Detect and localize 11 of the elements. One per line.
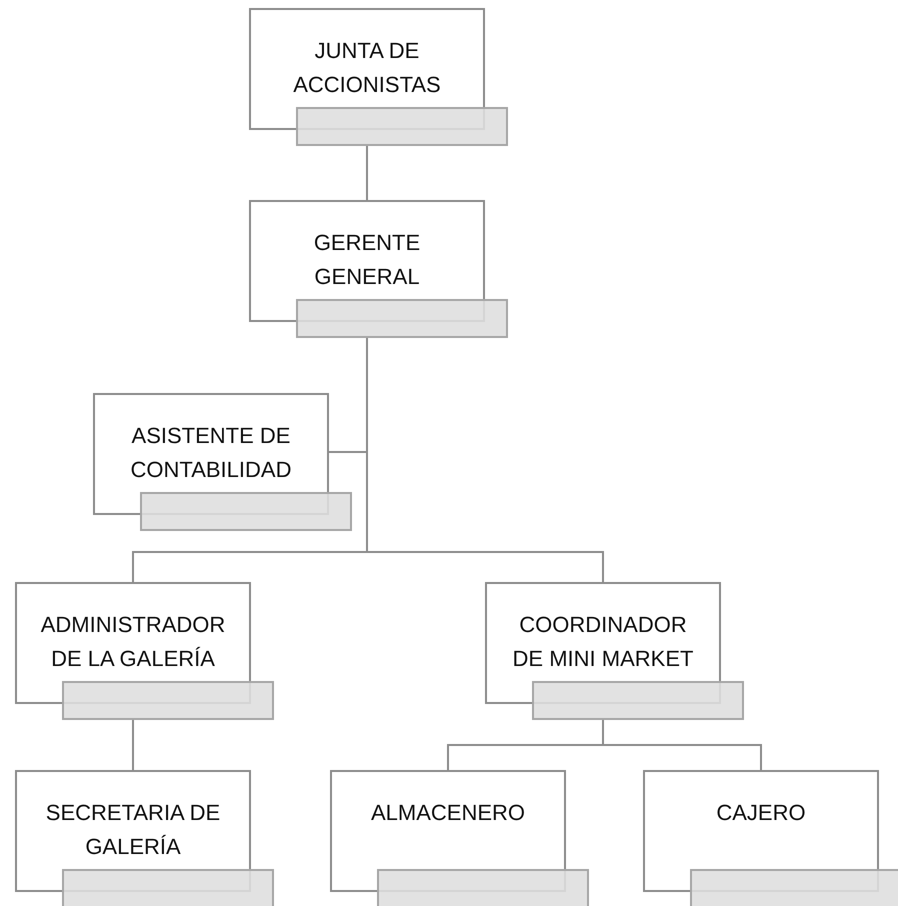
connector-line (602, 720, 762, 770)
position-title: ASISTENTE DE CONTABILIDAD (130, 422, 292, 484)
position-title: COORDINADOR DE MINI MARKET (512, 611, 694, 673)
connector-line (132, 720, 134, 770)
position-title: ALMACENERO (370, 799, 526, 827)
position-title: JUNTA DE ACCIONISTAS (292, 37, 442, 99)
position-title: SECRETARIA DE GALERÍA (44, 799, 222, 861)
position-title: CAJERO (715, 799, 807, 827)
position-title: GERENTE GENERAL (312, 229, 422, 291)
position-title: ADMINISTRADOR DE LA GALERÍA (40, 611, 226, 673)
connector-line (366, 146, 368, 200)
